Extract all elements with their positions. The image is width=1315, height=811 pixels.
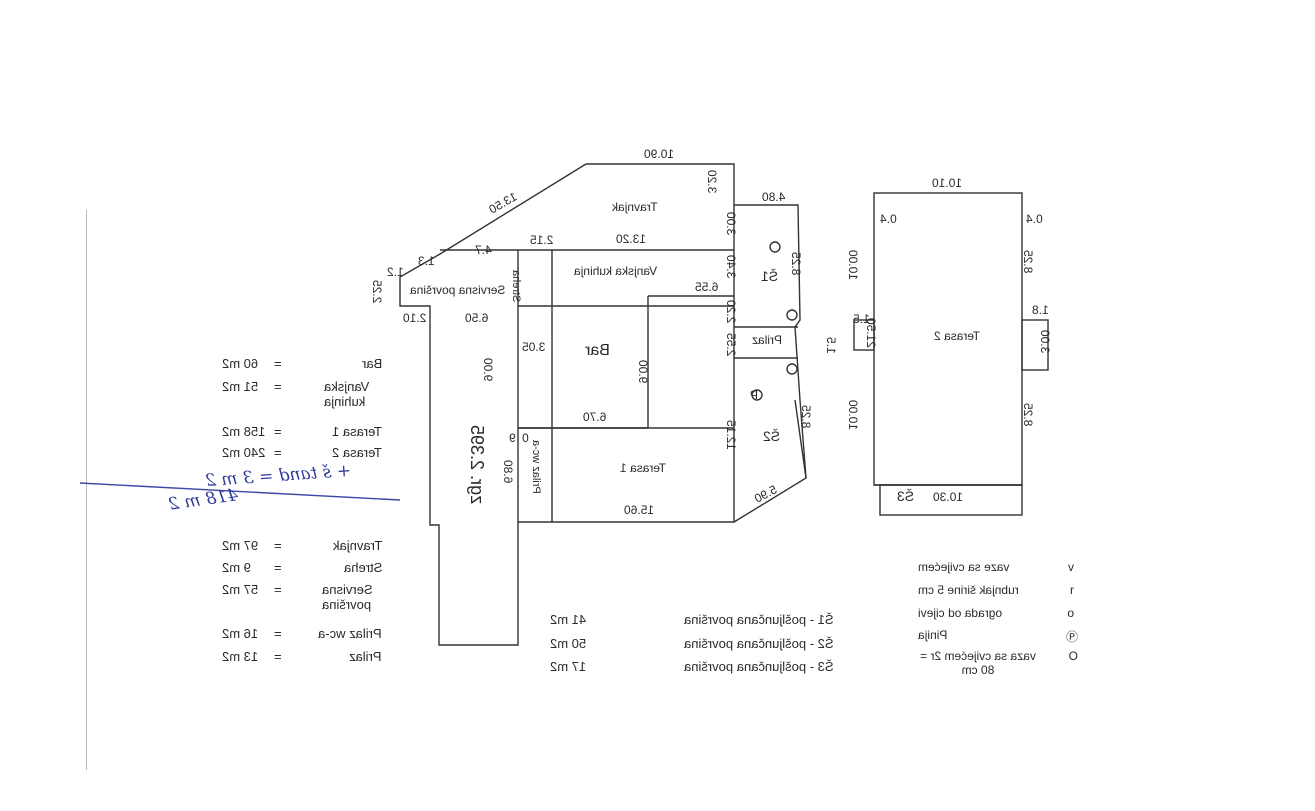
vase-circle-3: [786, 363, 798, 375]
dim-680: 6.80: [501, 460, 515, 484]
terasa2-notch-right: [1021, 319, 1049, 371]
dim-900a: 9.00: [481, 358, 495, 382]
area-row-streha: 9 m2=Streha: [222, 560, 382, 575]
area-row-bar: 60 m2=Bar: [222, 356, 382, 371]
dim-670: 6.70: [583, 410, 607, 424]
dim-320a: 3.20: [705, 170, 719, 194]
dim-1030: 10.30: [933, 490, 964, 504]
dim-825a: 8.25: [789, 252, 803, 276]
dim-2150: 21.50: [864, 318, 878, 349]
dim-15b: 1.5: [824, 337, 838, 354]
terasa2-bottom: [879, 484, 1023, 516]
dim-480: 4.80: [762, 190, 786, 204]
area-row-vanjska-kuhinja: 51 m2=Vanjska kuhinja: [222, 379, 370, 409]
zone-terasa1: Terasa 1: [620, 461, 667, 475]
dim-0: 0: [522, 431, 529, 445]
zone-prilaz: Prilaz: [752, 333, 783, 347]
dim-47: 4.7: [475, 243, 492, 257]
zone-prilaz-wc: Prilaz wc-a: [530, 440, 542, 494]
dim-825c: 8.25: [1021, 250, 1035, 274]
legend-item-vaza-80: vaza sa cvijećem 2r = 80 cm O: [920, 649, 1078, 677]
dim-13: 1.3: [418, 254, 435, 268]
terasa2-notch-left: [853, 319, 875, 351]
zone-s2: Š2: [763, 428, 781, 444]
dim-18: 1.8: [1032, 303, 1049, 317]
area-row-servisna: 57 m2=Servisna površina: [222, 582, 373, 612]
dim-04a: 0.4: [880, 212, 897, 226]
pinija-circle: [751, 389, 763, 401]
dim-215: 2.15: [530, 233, 554, 247]
left-margin-line: [86, 210, 87, 770]
area-row-prilaz-wc: 16 m2=Prilaz wc-a: [222, 626, 382, 641]
dim-220: 2.20: [724, 300, 738, 324]
dim-1215: 12.15: [724, 420, 738, 451]
dim-12: 1.2: [387, 265, 404, 279]
dim-255: 2.55: [724, 333, 738, 357]
zone-streha: Streha: [510, 270, 522, 303]
dim-225: 2.25: [370, 280, 384, 304]
zone-servisna: Servisna površina: [410, 283, 506, 297]
dim-340: 3.40: [724, 255, 738, 279]
dim-650: 6.50: [465, 311, 489, 325]
dim-04b: 0.4: [1026, 212, 1043, 226]
pinija-mark: P: [750, 388, 759, 402]
dim-210: 2.10: [403, 311, 427, 325]
dim-655: 6.55: [695, 280, 719, 294]
dim-1560: 15.60: [624, 503, 655, 517]
zone-bar: Bar: [585, 342, 610, 359]
area-row-terasa2: 240 m2=Terasa 2: [222, 445, 382, 460]
handwritten-underline: [79, 482, 401, 501]
dim-1000b: 10.00: [846, 400, 860, 431]
zone-terasa2: Terasa 2: [934, 329, 981, 343]
vase-circle-1: [769, 241, 781, 253]
zone-zgr: zgr. 2.395: [467, 425, 487, 505]
dim-300b: 3.00: [1038, 330, 1052, 354]
area-row-prilaz: 13 m2=Prilaz: [222, 649, 382, 664]
zone-vanjska-kuhinja: Vanjska kuhinja: [574, 264, 658, 278]
main-outline: [399, 163, 807, 646]
dim-900b: 9.00: [636, 360, 650, 384]
area-row-travnjak: 97 m2=Travnjak: [222, 538, 382, 553]
zone-s1: Š1: [761, 268, 779, 284]
dim-1090: 10.90: [644, 147, 675, 161]
dim-825d: 8.25: [1021, 403, 1035, 427]
line-s2-edge: [794, 399, 807, 479]
zone-s3: Š3: [897, 488, 915, 504]
dim-300a: 3.00: [724, 212, 738, 236]
dim-9: 9: [509, 431, 516, 445]
dim-825b: 8.25: [799, 405, 813, 429]
dim-1000a: 10.00: [846, 250, 860, 281]
dim-1320: 13.20: [616, 232, 647, 246]
dim-1010: 10.10: [932, 176, 963, 190]
vase-circle-2: [786, 309, 798, 321]
zone-travnjak: Travnjak: [612, 200, 658, 214]
dim-305: 3.05: [522, 340, 546, 354]
area-row-terasa1: 158 m2=Terasa 1: [222, 424, 382, 439]
